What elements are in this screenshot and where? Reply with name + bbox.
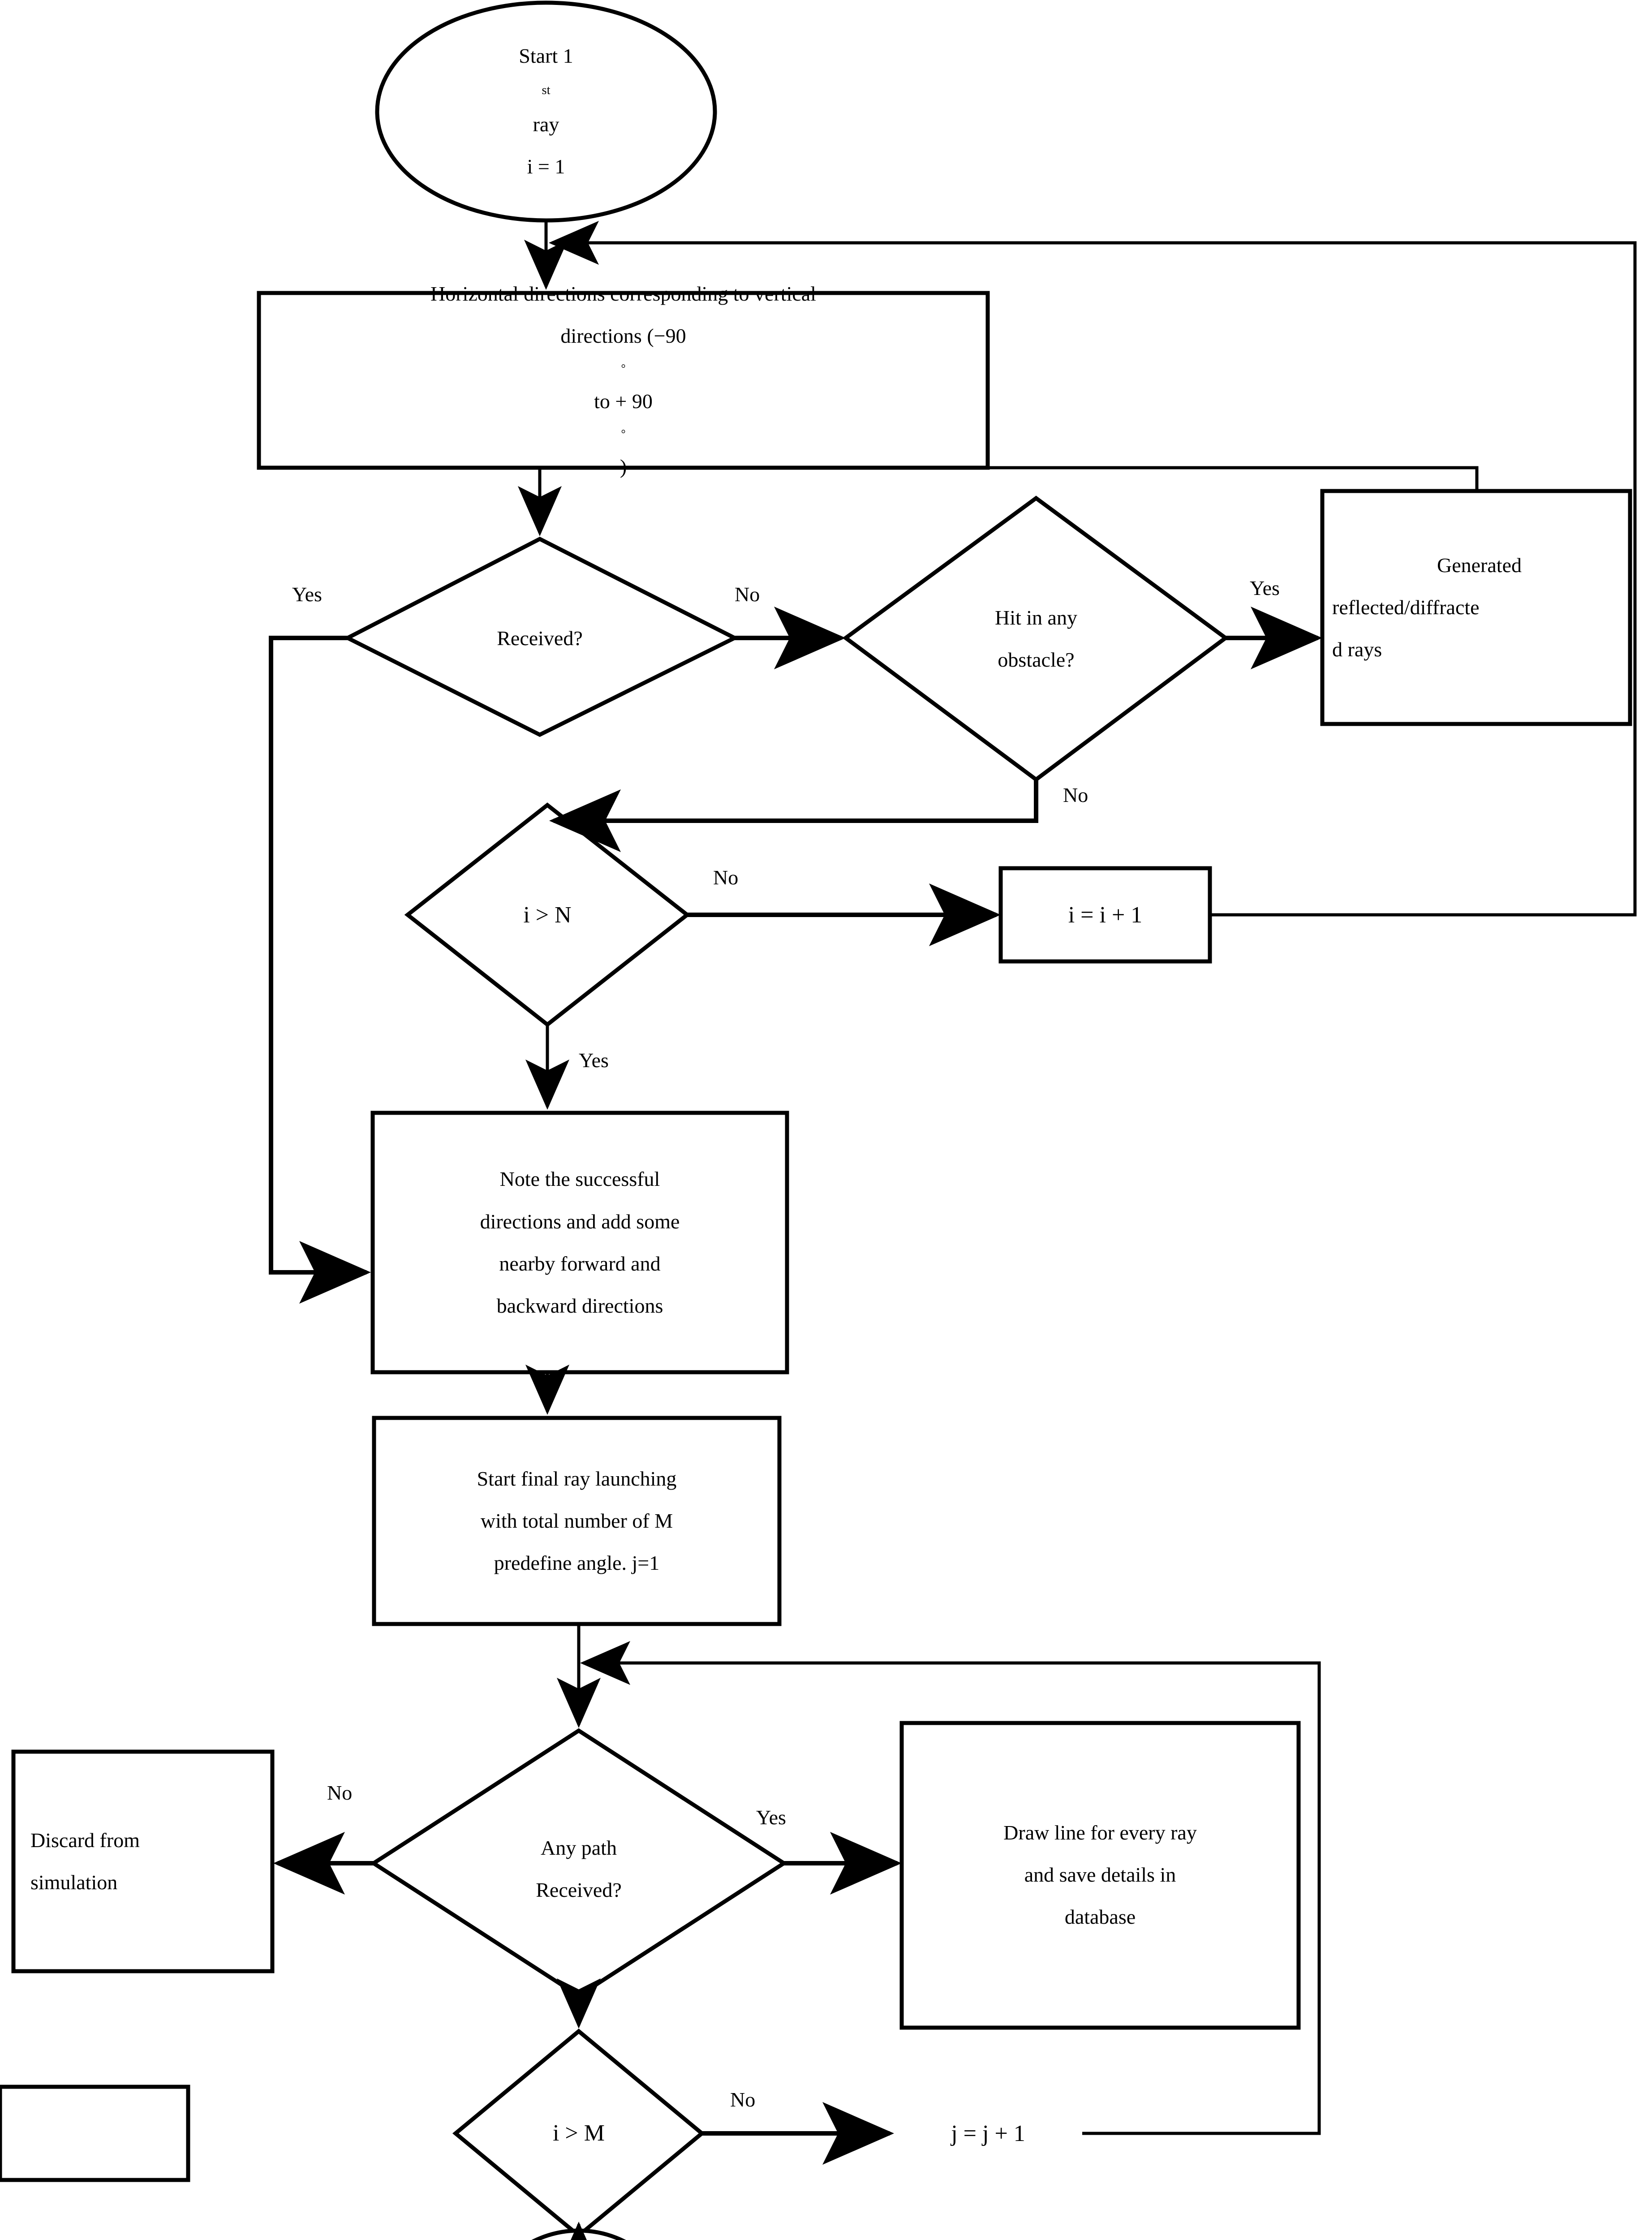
- shape-j-increment: [0, 2085, 190, 2182]
- shape-any-path-diamond: [370, 1728, 788, 1999]
- shape-generated-rays: [1320, 489, 1632, 726]
- shape-horizontal-directions: [257, 291, 990, 470]
- shape-note-directions: [370, 1111, 789, 1374]
- edge-label-j-gt-m-no: No: [730, 2088, 756, 2111]
- edge-label-received-yes: Yes: [292, 583, 322, 606]
- edge-label-received-no: No: [735, 583, 760, 606]
- edge-generated-loop-back: [540, 466, 1479, 491]
- shape-j-gt-m-diamond: [452, 2029, 706, 2238]
- edge-label-hit-obstacle-no: No: [1063, 784, 1088, 806]
- edge-j-increment-loop-back: [580, 1641, 1321, 2135]
- shape-draw-line: [899, 1721, 1301, 2030]
- edge-label-any-path-yes: Yes: [756, 1806, 786, 1829]
- edge-increment-loop-back: [549, 221, 1637, 917]
- shape-i-gt-n-diamond: [404, 802, 691, 1027]
- edge-received-yes-to-note: [269, 636, 371, 1304]
- shape-start-final-launch: [372, 1416, 782, 1626]
- edge-label-hit-obstacle-yes: Yes: [1250, 577, 1280, 599]
- edge-hit-no-to-i-gt-n: [549, 780, 1038, 852]
- edge-label-i-gt-n-yes: Yes: [579, 1049, 609, 1072]
- shape-hit-obstacle-diamond: [842, 495, 1229, 782]
- edge-label-i-gt-n-no: No: [713, 866, 739, 889]
- edge-label-any-path-no: No: [327, 1781, 353, 1804]
- shape-start-ellipse: [375, 0, 717, 223]
- shape-discard: [11, 1749, 275, 1973]
- shape-i-increment: [998, 866, 1212, 964]
- shape-received-diamond: [343, 536, 740, 737]
